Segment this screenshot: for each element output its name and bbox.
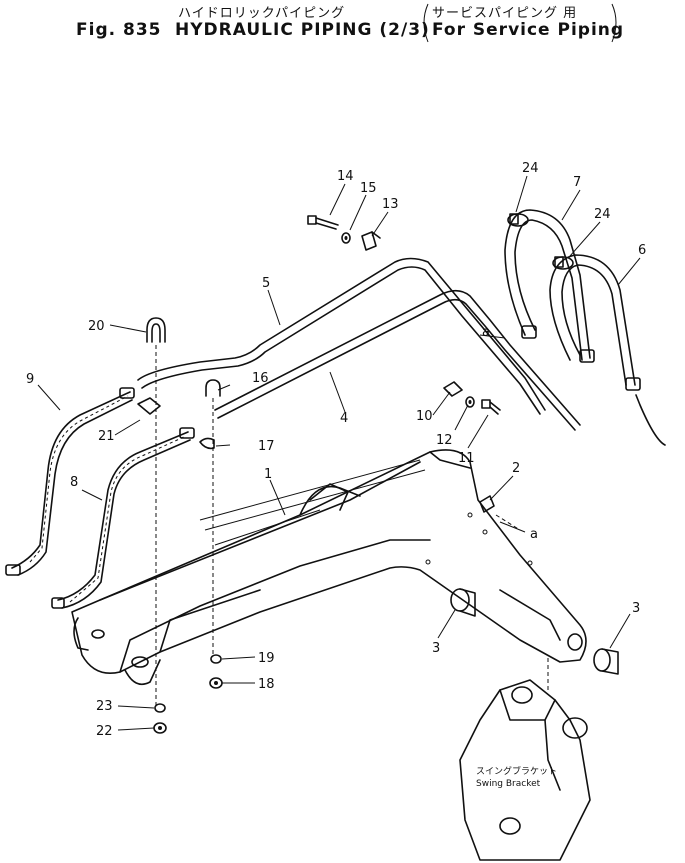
reference-a-lower: a <box>530 527 538 542</box>
callout-2: 2 <box>512 461 520 476</box>
callout-11: 11 <box>458 451 475 466</box>
hose-6 <box>549 254 666 446</box>
callout-labels: 14 15 13 24 7 24 6 5 20 9 16 21 4 17 10 … <box>26 161 646 739</box>
washer-19 <box>210 654 222 664</box>
hose-9 <box>5 387 135 576</box>
japanese-title: ハイドロリックパイピング <box>178 6 346 21</box>
callout-3-left: 3 <box>432 641 440 656</box>
diagram-subtitle: For Service Piping <box>432 20 625 40</box>
clip-21 <box>137 397 161 415</box>
nut-18 <box>209 677 223 689</box>
pipe-5 <box>137 257 546 415</box>
washer-23 <box>154 703 166 713</box>
callout-19: 19 <box>258 651 275 666</box>
callout-20: 20 <box>88 319 105 334</box>
callout-14: 14 <box>337 169 354 184</box>
subtitle-close-paren <box>611 3 617 43</box>
diagram-title: HYDRAULIC PIPING (2/3) <box>175 20 430 40</box>
callout-7: 7 <box>573 175 581 190</box>
clamp-13 <box>361 231 381 251</box>
bolt-14 <box>307 215 339 230</box>
figure-number: Fig. 835 <box>76 20 162 40</box>
callout-18: 18 <box>258 677 275 692</box>
callout-6: 6 <box>638 243 646 258</box>
washer-15 <box>341 232 351 244</box>
callout-13: 13 <box>382 197 399 212</box>
callout-21: 21 <box>98 429 115 444</box>
callout-22: 22 <box>96 724 113 739</box>
swing-bracket-jp-label: スイングブラケット <box>476 765 557 777</box>
bolt-11 <box>481 399 501 415</box>
clamp-24-lower <box>552 256 574 270</box>
u-bolt-20 <box>146 317 166 343</box>
callout-24-lower: 24 <box>594 207 611 222</box>
bushing-3-left <box>450 588 476 617</box>
washer-12 <box>465 396 475 408</box>
assembly-line-2 <box>495 514 521 531</box>
callout-24-upper: 24 <box>522 161 539 176</box>
bracket-2 <box>479 495 495 513</box>
callout-16: 16 <box>252 371 269 386</box>
pipe-4 <box>214 289 581 431</box>
hose-7 <box>504 209 595 363</box>
callout-3-right: 3 <box>632 601 640 616</box>
callout-5: 5 <box>262 276 270 291</box>
callout-15: 15 <box>360 181 377 196</box>
japanese-subtitle: サービスパイピング 用 <box>432 6 578 21</box>
reference-a-upper: a <box>482 325 490 340</box>
callout-4: 4 <box>340 411 348 426</box>
callout-8: 8 <box>70 475 78 490</box>
boom <box>71 449 587 686</box>
callout-23: 23 <box>96 699 113 714</box>
swing-bracket-en-label: Swing Bracket <box>476 779 541 789</box>
callout-12: 12 <box>436 433 453 448</box>
leader-lines <box>37 175 641 731</box>
subtitle-open-paren <box>423 3 429 43</box>
clamp-24-upper <box>507 213 529 227</box>
callout-9: 9 <box>26 372 34 387</box>
bushing-3-right <box>593 648 619 675</box>
callout-17: 17 <box>258 439 275 454</box>
clip-17 <box>199 437 215 450</box>
callout-10: 10 <box>416 409 433 424</box>
u-bolt-16 <box>205 379 221 397</box>
swing-bracket: スイングブラケット Swing Bracket <box>459 658 591 861</box>
nut-22 <box>153 722 167 734</box>
clamp-10 <box>443 381 463 397</box>
callout-1: 1 <box>264 467 272 482</box>
hose-8 <box>51 427 195 609</box>
